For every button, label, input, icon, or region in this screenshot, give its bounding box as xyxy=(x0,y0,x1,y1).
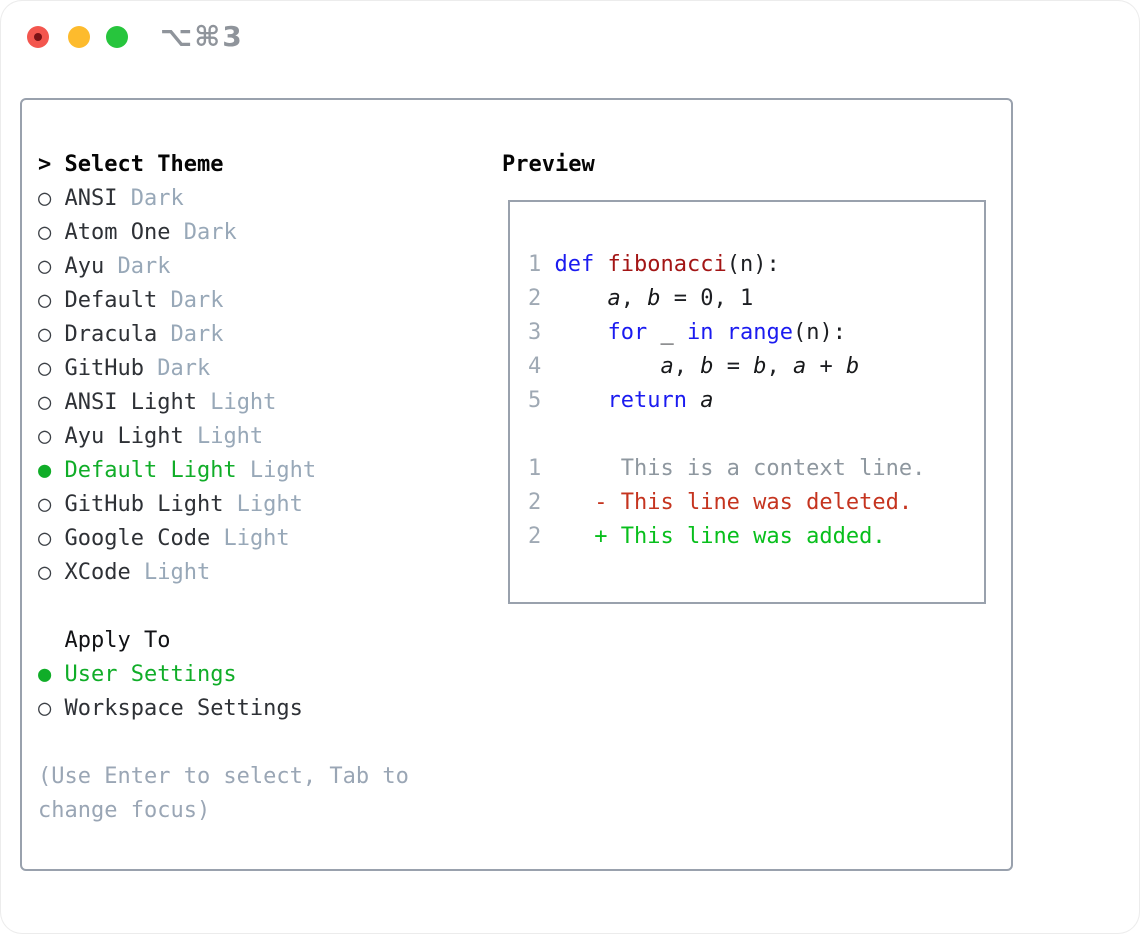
theme-option-label: Ayu Light xyxy=(51,424,184,449)
preview-title: Preview xyxy=(502,152,595,177)
code-line: 1 def fibonacci(n): xyxy=(528,252,780,277)
minimize-button[interactable] xyxy=(68,26,90,48)
line-number: 4 xyxy=(528,354,555,379)
theme-variant-label: Light xyxy=(236,458,317,483)
line-number: 1 xyxy=(528,252,555,277)
code-line: 1 This is a context line. xyxy=(528,456,926,481)
radio-icon: ○ xyxy=(38,492,52,517)
theme-option[interactable]: ○ ANSI Light Light xyxy=(38,386,409,420)
hint-text: (Use Enter to select, Tab to xyxy=(38,764,409,789)
theme-variant-label: Light xyxy=(196,390,277,415)
theme-option[interactable]: ○ ANSI Dark xyxy=(38,182,409,216)
line-number: 2 xyxy=(528,286,555,311)
theme-option-label: Default xyxy=(51,288,158,313)
theme-picker-panel: > Select Theme○ ANSI Dark○ Atom One Dark… xyxy=(20,98,1013,871)
theme-option[interactable]: ○ Ayu Dark xyxy=(38,250,409,284)
window-shortcut-label: ⌥⌘3 xyxy=(160,20,244,53)
theme-option-label: ANSI Light xyxy=(51,390,197,415)
theme-variant-label: Light xyxy=(183,424,264,449)
radio-icon: ○ xyxy=(38,322,52,347)
sidebar-lines: > Select Theme○ ANSI Dark○ Atom One Dark… xyxy=(38,148,409,828)
zoom-button[interactable] xyxy=(106,26,128,48)
theme-variant-label: Light xyxy=(223,492,303,517)
apply-to-title: Apply To xyxy=(38,624,409,658)
spacer xyxy=(38,726,409,760)
spacer xyxy=(38,590,409,624)
theme-menu-title: > Select Theme xyxy=(38,148,409,182)
radio-icon: ○ xyxy=(38,356,52,381)
cursor-icon: > xyxy=(38,152,65,177)
apply-to-option[interactable]: ○ Workspace Settings xyxy=(38,692,409,726)
theme-option-label: ANSI xyxy=(51,186,118,211)
theme-option[interactable]: ○ XCode Light xyxy=(38,556,409,590)
theme-variant-label: Light xyxy=(210,526,290,551)
theme-variant-label: Dark xyxy=(143,356,211,381)
theme-option[interactable]: ○ GitHub Dark xyxy=(38,352,409,386)
code-line: 5 return a xyxy=(528,388,714,413)
code-preview: 1 def fibonacci(n): 2 a, b = 0, 1 3 for _ … xyxy=(528,248,925,554)
apply-to-option-label: User Settings xyxy=(51,662,237,687)
radio-icon: ○ xyxy=(38,220,52,245)
theme-option-label: XCode xyxy=(51,560,131,585)
radio-icon: ○ xyxy=(38,254,52,279)
theme-menu-title-label: Select Theme xyxy=(64,152,224,177)
radio-icon: ○ xyxy=(38,526,52,551)
theme-option-label: Atom One xyxy=(51,220,171,245)
theme-option[interactable]: ○ Atom One Dark xyxy=(38,216,409,250)
apply-to-title-label: Apply To xyxy=(38,628,171,653)
theme-option[interactable]: ○ Google Code Light xyxy=(38,522,409,556)
line-number: 3 xyxy=(528,320,555,345)
radio-icon: ○ xyxy=(38,560,52,585)
theme-option-label: GitHub Light xyxy=(51,492,224,517)
code-line: 2 + This line was added. xyxy=(528,524,886,549)
code-line: 4 a, b = b, a + b xyxy=(528,354,860,379)
radio-icon: ○ xyxy=(38,390,52,415)
theme-option[interactable]: ○ Ayu Light Light xyxy=(38,420,409,454)
theme-variant-label: Dark xyxy=(104,254,171,279)
theme-option-label: Ayu xyxy=(51,254,105,279)
code-line: 3 for _ in range(n): xyxy=(528,320,846,345)
radio-icon: ○ xyxy=(38,186,52,211)
apply-to-option-label: Workspace Settings xyxy=(51,696,303,721)
theme-option[interactable]: ○ Default Dark xyxy=(38,284,409,318)
theme-variant-label: Dark xyxy=(157,322,224,347)
close-button-dot-icon xyxy=(34,33,42,41)
line-number: 2 xyxy=(528,524,555,549)
theme-option[interactable]: ○ Dracula Dark xyxy=(38,318,409,352)
theme-option-label: Default Light xyxy=(51,458,237,483)
radio-icon: ● xyxy=(38,458,52,483)
hint-text: change focus) xyxy=(38,798,211,823)
theme-variant-label: Light xyxy=(130,560,211,585)
code-line: 2 - This line was deleted. xyxy=(528,490,913,515)
radio-icon: ○ xyxy=(38,696,52,721)
theme-variant-label: Dark xyxy=(157,288,224,313)
radio-icon: ○ xyxy=(38,288,52,313)
preview-box: 1 def fibonacci(n): 2 a, b = 0, 1 3 for _ … xyxy=(508,200,986,604)
radio-icon: ● xyxy=(38,662,52,687)
theme-option-label: Google Code xyxy=(51,526,211,551)
code-line xyxy=(528,418,925,452)
theme-option-label: Dracula xyxy=(51,322,158,347)
theme-variant-label: Dark xyxy=(170,220,237,245)
code-line: 2 a, b = 0, 1 xyxy=(528,286,754,311)
theme-variant-label: Dark xyxy=(117,186,184,211)
theme-option-label: GitHub xyxy=(51,356,144,381)
line-number: 1 xyxy=(528,456,555,481)
radio-icon: ○ xyxy=(38,424,52,449)
theme-option[interactable]: ● Default Light Light xyxy=(38,454,409,488)
line-number: 5 xyxy=(528,388,555,413)
apply-to-option[interactable]: ● User Settings xyxy=(38,658,409,692)
theme-option[interactable]: ○ GitHub Light Light xyxy=(38,488,409,522)
line-number: 2 xyxy=(528,490,555,515)
close-button[interactable] xyxy=(27,26,49,48)
